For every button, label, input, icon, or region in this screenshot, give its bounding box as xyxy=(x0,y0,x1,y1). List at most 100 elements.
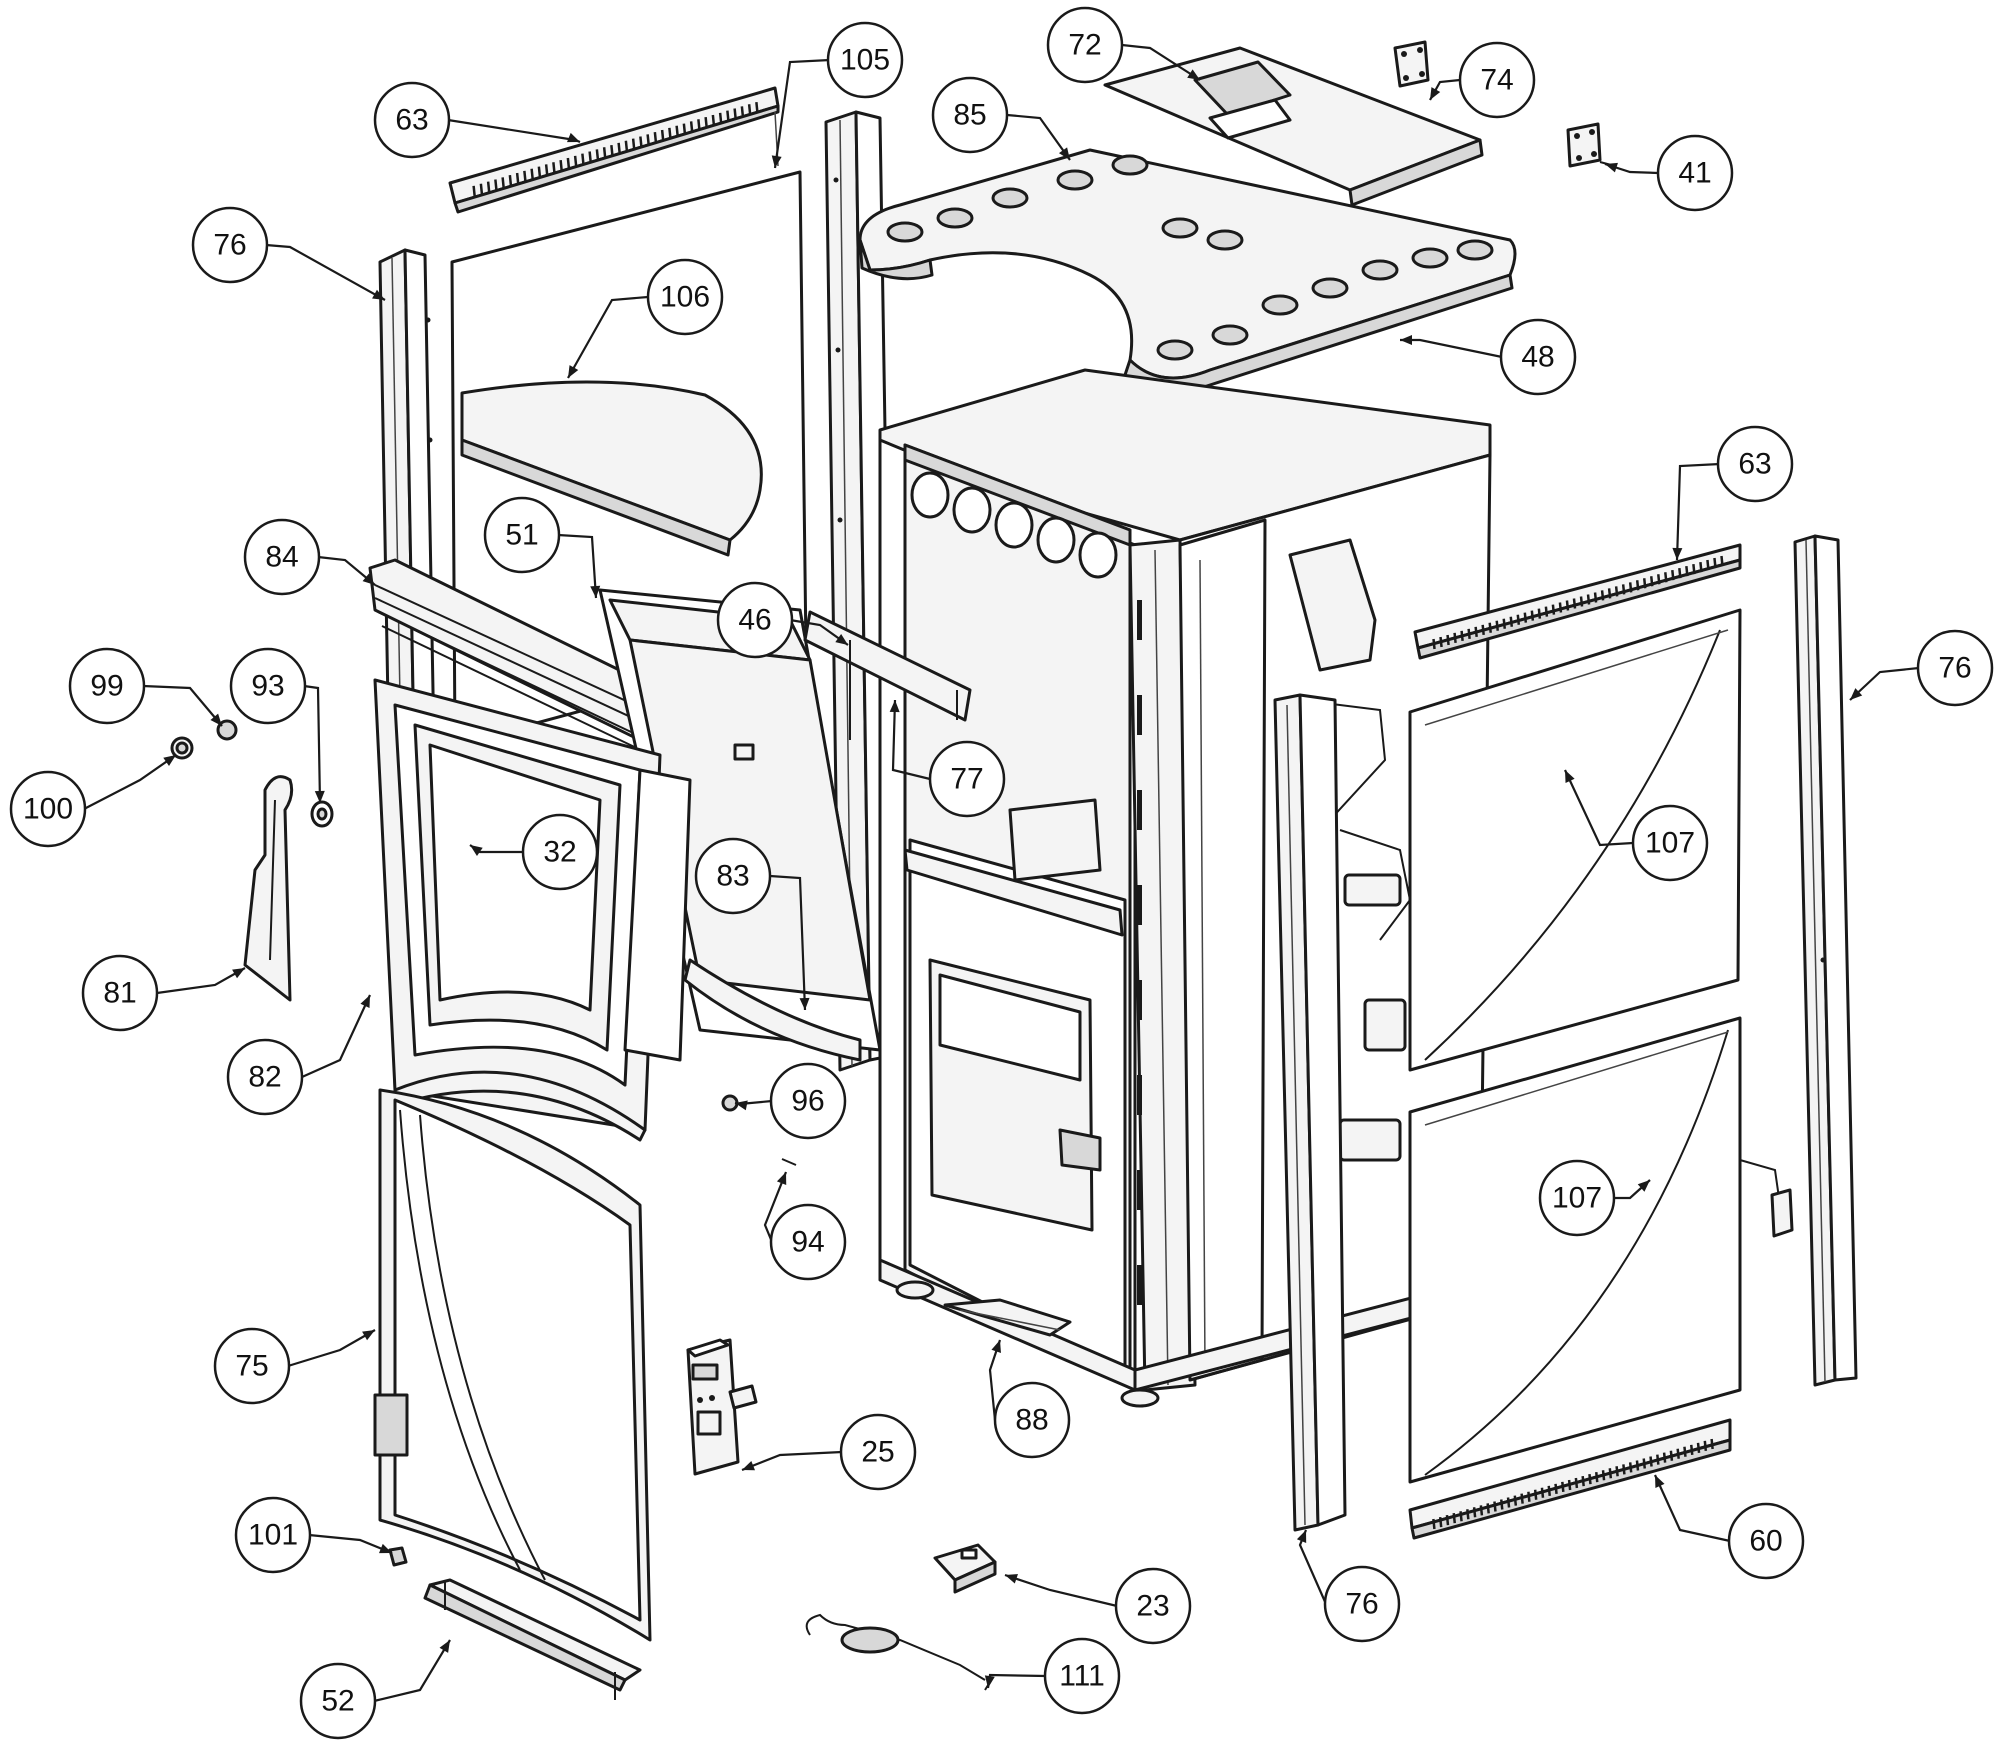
leader-lines xyxy=(83,43,1920,1703)
hinge-plate-41 xyxy=(1566,122,1616,168)
stove-body xyxy=(878,368,1492,1408)
heat-shield-106 xyxy=(460,380,763,557)
callout-label: 93 xyxy=(251,670,284,703)
callout-76: 76 xyxy=(191,206,269,284)
louver-84 xyxy=(368,558,662,753)
callout-label: 63 xyxy=(395,104,428,137)
callout-23: 23 xyxy=(1114,1567,1192,1645)
lower-door-75 xyxy=(373,1088,652,1642)
callout-label: 94 xyxy=(791,1226,824,1259)
callout-52: 52 xyxy=(299,1662,377,1740)
callout-72: 72 xyxy=(1046,6,1124,84)
top-lid xyxy=(1103,46,1484,207)
callout-label: 77 xyxy=(950,763,983,796)
callout-label: 41 xyxy=(1678,157,1711,190)
remote-23 xyxy=(933,1543,997,1594)
callout-label: 82 xyxy=(248,1061,281,1094)
callout-label: 84 xyxy=(265,541,298,574)
callout-label: 48 xyxy=(1521,341,1554,374)
callout-75: 75 xyxy=(213,1327,291,1405)
callout-label: 101 xyxy=(248,1519,298,1552)
callout-label: 105 xyxy=(840,44,890,77)
side-panel-lower-107 xyxy=(1408,1016,1742,1484)
control-panel-25 xyxy=(686,1338,758,1476)
callout-99: 99 xyxy=(68,647,146,725)
glass-83 xyxy=(623,768,692,1062)
pin-94 xyxy=(781,1158,797,1166)
callout-label: 75 xyxy=(235,1350,268,1383)
vented-strip-bottom-60 xyxy=(1408,1418,1732,1540)
right-post-76 xyxy=(1793,534,1858,1387)
callout-63-right: 63 xyxy=(1716,425,1794,503)
callout-76-bottom: 76 xyxy=(1323,1565,1401,1643)
knob-101 xyxy=(388,1546,408,1567)
callout-81: 81 xyxy=(81,954,159,1032)
callout-label: 107 xyxy=(1552,1182,1602,1215)
vented-strip-right-63 xyxy=(1413,543,1742,660)
hinge-plate-74 xyxy=(1393,40,1430,88)
callout-96: 96 xyxy=(769,1062,847,1140)
callout-label: 111 xyxy=(1059,1660,1105,1693)
side-panel-upper-107 xyxy=(1408,608,1742,1072)
callout-label: 96 xyxy=(791,1085,824,1118)
callout-label: 76 xyxy=(213,229,246,262)
callout-46: 46 xyxy=(716,581,794,659)
callout-63: 63 xyxy=(373,81,451,159)
callout-107-upper: 107 xyxy=(1631,804,1709,882)
callout-label: 100 xyxy=(23,793,73,826)
callout-111: 111 xyxy=(1043,1637,1121,1715)
door-frame-82 xyxy=(373,678,662,1142)
callout-51: 51 xyxy=(483,496,561,574)
nut-96 xyxy=(721,1094,739,1112)
callout-label: 107 xyxy=(1645,827,1695,860)
callout-93: 93 xyxy=(229,647,307,725)
callout-label: 76 xyxy=(1345,1588,1378,1621)
callout-76-right: 76 xyxy=(1916,629,1994,707)
door-handle-81 xyxy=(243,775,294,1002)
callout-label: 63 xyxy=(1738,448,1771,481)
callout-label: 60 xyxy=(1749,1525,1782,1558)
bolt-100 xyxy=(170,736,194,760)
callout-84: 84 xyxy=(243,518,321,596)
front-column-76 xyxy=(1273,693,1347,1532)
callout-88: 88 xyxy=(993,1381,1071,1459)
callout-label: 23 xyxy=(1136,1590,1169,1623)
callout-25: 25 xyxy=(839,1413,917,1491)
callout-label: 25 xyxy=(861,1436,894,1469)
callout-94: 94 xyxy=(769,1203,847,1281)
callout-label: 51 xyxy=(505,519,538,552)
callout-83: 83 xyxy=(694,837,772,915)
cable-111 xyxy=(805,1613,991,1691)
callout-101: 101 xyxy=(234,1496,312,1574)
inner-door-51 xyxy=(598,588,882,1062)
callout-label: 85 xyxy=(953,99,986,132)
callout-32: 32 xyxy=(521,813,599,891)
callout-82: 82 xyxy=(226,1038,304,1116)
callout-label: 72 xyxy=(1068,29,1101,62)
callout-label: 99 xyxy=(90,670,123,703)
side-connector xyxy=(1739,1159,1794,1238)
callout-100: 100 xyxy=(9,770,87,848)
callout-label: 46 xyxy=(738,604,771,637)
callout-label: 32 xyxy=(543,836,576,869)
top-cover xyxy=(858,148,1517,395)
callout-41: 41 xyxy=(1656,134,1734,212)
callouts: 63 105 72 74 85 41 76 106 48 63 84 51 46… xyxy=(9,6,1994,1740)
callout-106: 106 xyxy=(646,258,724,336)
hinge-rods xyxy=(803,610,972,740)
callout-label: 74 xyxy=(1480,64,1513,97)
callout-105: 105 xyxy=(826,21,904,99)
washer-93 xyxy=(310,800,334,828)
callout-label: 106 xyxy=(660,281,710,314)
callout-label: 52 xyxy=(321,1685,354,1718)
callout-60: 60 xyxy=(1727,1502,1805,1580)
callout-label: 83 xyxy=(716,860,749,893)
bottom-rail-88 xyxy=(943,1298,1072,1337)
callout-85: 85 xyxy=(931,76,1009,154)
bottom-bracket-52 xyxy=(423,1578,642,1700)
callout-107-lower: 107 xyxy=(1538,1159,1616,1237)
callout-77: 77 xyxy=(928,740,1006,818)
callout-label: 76 xyxy=(1938,652,1971,685)
callout-74: 74 xyxy=(1458,41,1536,119)
